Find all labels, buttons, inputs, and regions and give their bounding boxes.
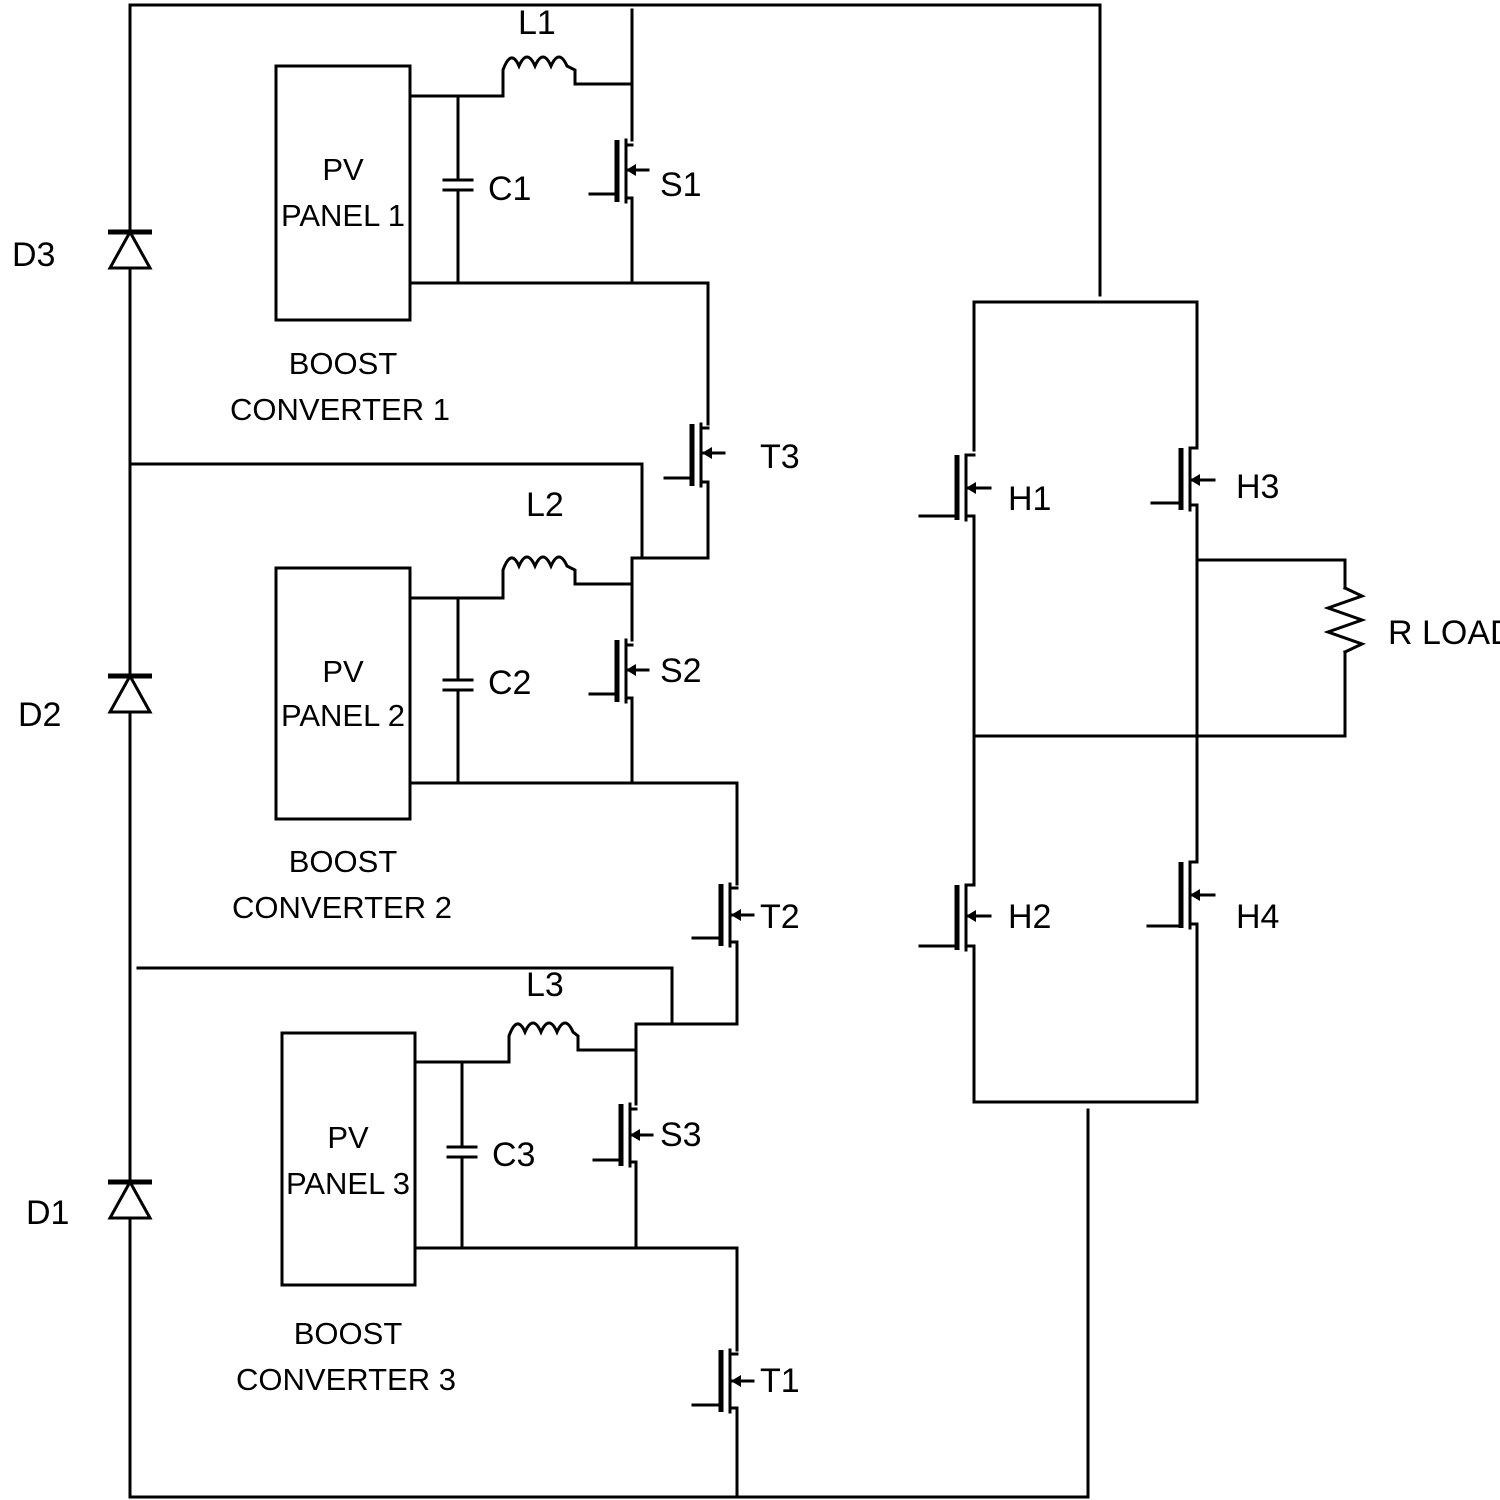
label-l1: L1 bbox=[518, 4, 556, 42]
h-bridge bbox=[918, 300, 1367, 1104]
panel-1-line2: PANEL 1 bbox=[281, 198, 405, 233]
switch-s2 bbox=[588, 638, 650, 785]
converter-3-caption1: BOOST bbox=[294, 1316, 403, 1351]
switch-t3 bbox=[663, 281, 726, 560]
label-h1: H1 bbox=[1008, 480, 1051, 518]
converter-2-caption2: CONVERTER 2 bbox=[232, 890, 452, 925]
inductor-l3 bbox=[507, 1021, 638, 1064]
boost-converter-2 bbox=[274, 555, 739, 821]
panel-3-line2: PANEL 3 bbox=[286, 1166, 410, 1201]
label-t3: T3 bbox=[760, 438, 800, 476]
label-h4: H4 bbox=[1236, 898, 1279, 936]
switch-h4 bbox=[1146, 860, 1216, 1104]
label-h3: H3 bbox=[1236, 468, 1279, 506]
label-d3: D3 bbox=[12, 236, 55, 274]
label-s3: S3 bbox=[660, 1116, 702, 1154]
pv-panel-1 bbox=[274, 64, 412, 322]
label-c3: C3 bbox=[492, 1136, 535, 1174]
panel-1-line1: PV bbox=[322, 152, 364, 187]
inductor-l1 bbox=[501, 55, 634, 98]
switch-h3 bbox=[1150, 446, 1216, 864]
inductor-l2 bbox=[501, 555, 634, 600]
panel-3-line1: PV bbox=[327, 1120, 369, 1155]
label-r-load: R LOAD bbox=[1388, 614, 1500, 652]
panel-2-line2: PANEL 2 bbox=[281, 698, 405, 733]
switch-s1 bbox=[588, 138, 650, 285]
label-t1: T1 bbox=[760, 1362, 800, 1400]
converter-3-caption2: CONVERTER 3 bbox=[236, 1362, 456, 1397]
switch-s3 bbox=[592, 1102, 654, 1250]
label-d2: D2 bbox=[18, 696, 61, 734]
pv-panel-2 bbox=[274, 566, 412, 821]
converter-2-caption1: BOOST bbox=[289, 844, 398, 879]
diode-d3 bbox=[107, 228, 153, 270]
switch-h1 bbox=[918, 453, 992, 887]
converter-1-caption1: BOOST bbox=[289, 346, 398, 381]
converter-1-caption2: CONVERTER 1 bbox=[230, 392, 450, 427]
label-h2: H2 bbox=[1008, 898, 1051, 936]
label-s2: S2 bbox=[660, 652, 702, 690]
switch-h2 bbox=[918, 883, 992, 1104]
pv-panel-3 bbox=[280, 1031, 417, 1287]
label-l3: L3 bbox=[526, 966, 564, 1004]
boost-converter-1 bbox=[274, 8, 710, 322]
panel-2-line1: PV bbox=[322, 654, 364, 689]
diode-d1 bbox=[107, 1178, 153, 1220]
boost-converter-3 bbox=[280, 1021, 739, 1287]
label-d1: D1 bbox=[26, 1194, 69, 1232]
resistor-load bbox=[1323, 558, 1367, 738]
labels: L1 C1 S1 T3 L2 C2 S2 T2 L3 C3 S3 T1 D3 D… bbox=[12, 4, 1500, 1400]
label-c1: C1 bbox=[488, 170, 531, 208]
diode-d2 bbox=[107, 672, 153, 714]
label-s1: S1 bbox=[660, 166, 702, 204]
label-c2: C2 bbox=[488, 664, 531, 702]
switch-t1 bbox=[691, 1246, 755, 1499]
switch-t2 bbox=[691, 781, 755, 1026]
label-t2: T2 bbox=[760, 898, 800, 936]
label-l2: L2 bbox=[526, 486, 564, 524]
